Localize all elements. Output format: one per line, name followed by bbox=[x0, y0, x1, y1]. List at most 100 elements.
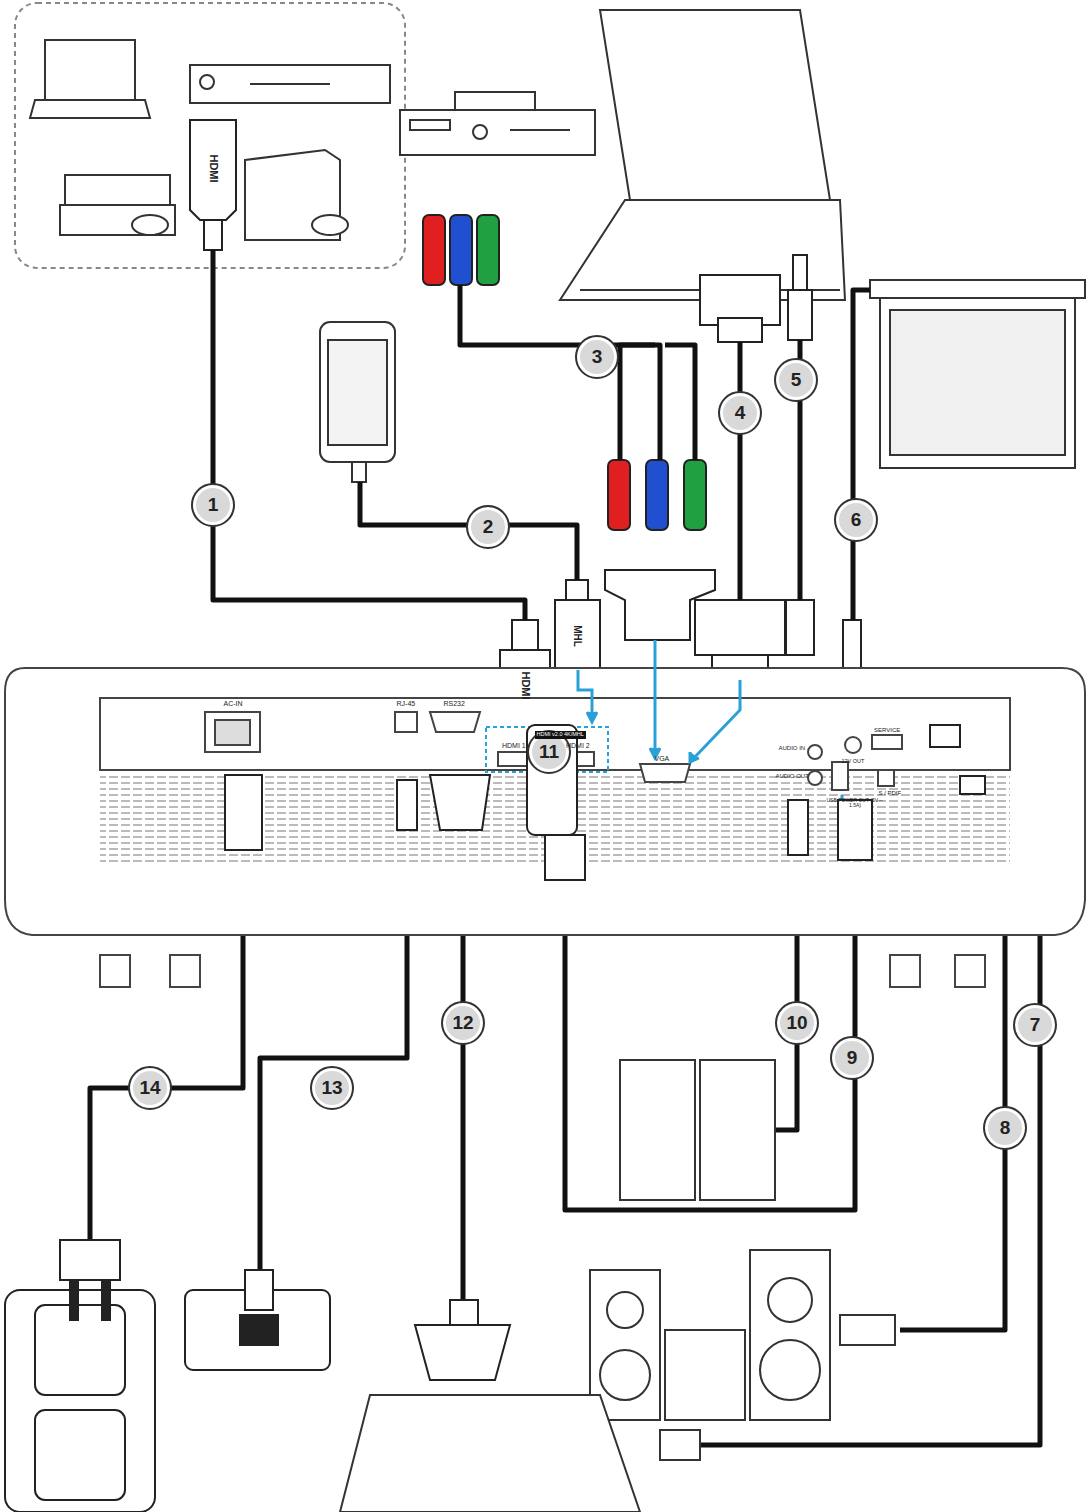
port-label: USB POWER OUT (5V ⎓ 1.5A) bbox=[825, 798, 885, 808]
callout-number: 4 bbox=[718, 391, 762, 435]
callout-number: 14 bbox=[128, 1066, 172, 1110]
bottom-plugs bbox=[930, 725, 960, 747]
serial-connector bbox=[415, 1300, 510, 1380]
bottom-plugs bbox=[545, 835, 585, 880]
callout-text: 1 bbox=[208, 494, 219, 516]
hifi-system bbox=[600, 1350, 650, 1400]
hifi-system bbox=[840, 1315, 895, 1345]
projection-screen bbox=[870, 280, 1085, 298]
laptop bbox=[340, 1395, 640, 1512]
video-player bbox=[400, 92, 595, 155]
callout-text: 13 bbox=[321, 1077, 342, 1099]
video-player bbox=[510, 129, 570, 131]
projector-body bbox=[872, 735, 902, 749]
wall-outlet bbox=[70, 1280, 78, 1320]
laptop bbox=[600, 10, 830, 200]
bottom-plugs bbox=[397, 780, 417, 830]
projector-body bbox=[845, 737, 861, 753]
rca-plugs bbox=[423, 215, 715, 640]
projector-body bbox=[878, 770, 894, 786]
source-group bbox=[312, 215, 348, 235]
callout-number: 12 bbox=[441, 1001, 485, 1045]
smartphone bbox=[352, 462, 366, 482]
video-player bbox=[473, 125, 487, 139]
plugs bbox=[788, 290, 812, 340]
source-group bbox=[65, 175, 170, 205]
plugs bbox=[786, 600, 814, 655]
projector-body bbox=[100, 698, 1010, 770]
serial-connector bbox=[415, 1325, 510, 1380]
port-label: 12V OUT bbox=[842, 759, 865, 765]
wall-outlet bbox=[5, 1240, 155, 1512]
port-label: HDMI v2.0 4K/MHL bbox=[535, 731, 586, 739]
callout-number: 1 bbox=[191, 483, 235, 527]
hifi-system bbox=[590, 1250, 895, 1420]
laptop bbox=[660, 1430, 700, 1460]
projector-body bbox=[890, 955, 920, 987]
laptop bbox=[560, 10, 845, 300]
callout-text: 9 bbox=[847, 1047, 858, 1069]
callout-text: 2 bbox=[483, 516, 494, 538]
source-group bbox=[30, 100, 150, 118]
projector-body bbox=[215, 720, 250, 745]
vga-plugs bbox=[695, 600, 785, 655]
callout-number: 3 bbox=[575, 335, 619, 379]
cables bbox=[665, 345, 695, 460]
rca-plugs bbox=[477, 215, 499, 285]
plugs bbox=[793, 255, 807, 290]
port-label: HDMI bbox=[520, 671, 531, 699]
source-group bbox=[250, 83, 330, 85]
vga-plugs bbox=[695, 275, 785, 680]
source-group bbox=[15, 3, 405, 268]
wall-outlet bbox=[35, 1410, 125, 1500]
projection-screen bbox=[880, 298, 1075, 468]
callout-number: 7 bbox=[1013, 1003, 1057, 1047]
plugs bbox=[555, 600, 600, 670]
projector-body bbox=[5, 668, 1085, 987]
projector-body bbox=[832, 762, 848, 790]
source-group bbox=[45, 40, 135, 100]
callout-number: 6 bbox=[834, 498, 878, 542]
wall-outlet bbox=[60, 1240, 120, 1280]
callout-text: 8 bbox=[1000, 1117, 1011, 1139]
rca-plugs bbox=[646, 460, 668, 530]
projector-body bbox=[430, 712, 480, 732]
source-group bbox=[15, 3, 405, 268]
hifi-system bbox=[607, 1292, 643, 1328]
callout-text: 14 bbox=[139, 1077, 160, 1099]
callout-number: 13 bbox=[310, 1066, 354, 1110]
cables bbox=[360, 482, 577, 580]
video-player bbox=[455, 92, 535, 110]
cables bbox=[620, 345, 655, 460]
source-group bbox=[200, 75, 214, 89]
speakers bbox=[620, 1060, 775, 1200]
callout-text: 12 bbox=[452, 1012, 473, 1034]
projector-body bbox=[498, 752, 530, 766]
network-jack bbox=[185, 1270, 330, 1370]
plugs bbox=[204, 220, 222, 250]
speakers bbox=[700, 1060, 775, 1200]
bottom-plugs bbox=[788, 800, 808, 855]
port-label: AUDIO OUT bbox=[776, 773, 809, 779]
cables bbox=[90, 250, 1040, 1445]
laptop bbox=[340, 1395, 700, 1512]
smartphone bbox=[320, 322, 395, 462]
plugs bbox=[190, 120, 861, 720]
hifi-system bbox=[760, 1340, 820, 1400]
bottom-plugs bbox=[838, 800, 872, 860]
callout-text: 11 bbox=[539, 741, 559, 763]
callout-number: 5 bbox=[774, 358, 818, 402]
callout-text: 7 bbox=[1030, 1014, 1041, 1036]
hifi-system bbox=[768, 1278, 812, 1322]
callout-number: 10 bbox=[775, 1001, 819, 1045]
port-label: RJ-45 bbox=[397, 700, 416, 707]
projector-body bbox=[5, 668, 1085, 935]
plugs bbox=[566, 580, 588, 600]
projection-screen bbox=[890, 310, 1065, 455]
port-label: AUDIO IN bbox=[779, 745, 806, 751]
plugs bbox=[512, 620, 538, 650]
projector-body bbox=[205, 712, 260, 752]
port-label: VGA bbox=[655, 755, 670, 762]
cables bbox=[460, 285, 660, 460]
